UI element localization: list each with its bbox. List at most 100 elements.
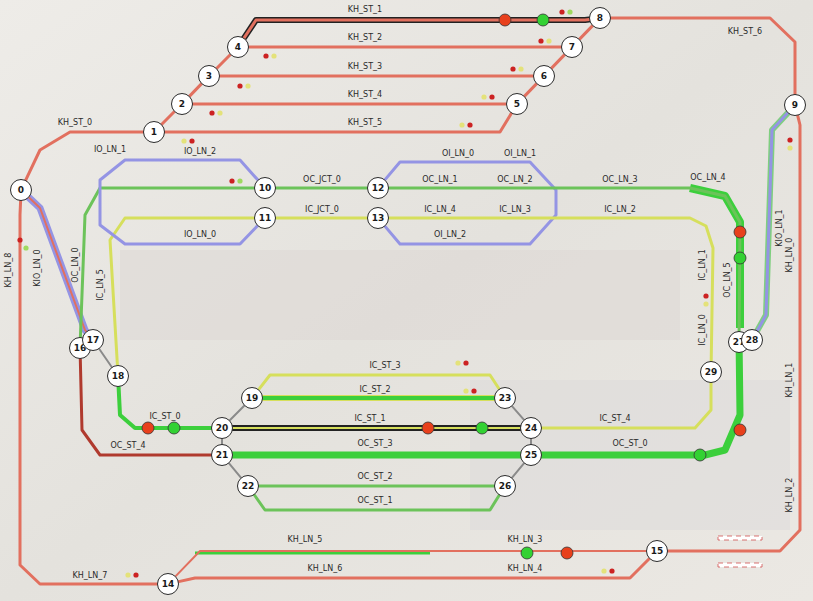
track-label: OC_JCT_0 [303,176,341,184]
train-markers [142,14,746,559]
track-connector [229,463,241,477]
track-label: KH_LN_1 [786,363,794,398]
signal-light [125,572,130,577]
signal-light [471,388,476,393]
signal-light [567,9,572,14]
switch-number: 18 [112,372,125,381]
track-label: KH_ST_2 [348,34,382,42]
signal-light [263,53,268,58]
switch-number: 29 [705,368,718,377]
track-connector [99,349,111,367]
signal-light [489,94,494,99]
track-label: KH_LN_7 [73,572,108,580]
track-underlay [263,395,494,401]
switch-node: 26 [494,475,516,497]
switch-number: 5 [514,100,520,109]
track-label: OC_LN_5 [724,262,732,297]
track-connector [176,551,646,576]
track-connector [276,187,367,190]
switch-number: 20 [216,424,229,433]
track-label: KH_ST_5 [348,119,382,127]
train-marker [734,252,746,264]
switch-number: 24 [525,424,538,433]
track-connector [190,84,202,96]
switch-number: 6 [541,72,547,81]
switch-node: 9 [784,94,806,116]
train-marker [734,226,746,238]
track-connector [29,198,86,332]
track-label: OC_LN_3 [602,176,637,184]
level-crossing-barrier [718,563,762,567]
switch-number: 13 [372,214,385,223]
track-connector [249,46,561,49]
switch-number: 1 [151,128,157,137]
switch-number: 12 [372,184,385,193]
switch-number: 15 [651,547,664,556]
signal-light [787,137,792,142]
track-label: IC_LN_4 [424,206,455,214]
track-label: IC_ST_1 [355,415,386,423]
faded-train-shape [120,250,680,340]
switch-number: 0 [18,186,24,195]
signal-light [217,110,222,115]
signal-light [209,110,214,115]
switch-node: 21 [211,444,233,466]
signal-light [133,572,138,577]
switch-node: 24 [520,417,542,439]
train-marker [142,422,154,434]
track-label: KH_ST_1 [348,6,382,14]
track-connector [26,132,143,180]
track-connector [611,18,795,94]
track-label: IC_ST_3 [370,362,401,370]
track-label: IO_LN_1 [94,146,126,154]
signal-light [538,38,543,43]
signal-light [463,388,468,393]
train-marker [499,14,511,26]
track-connector [276,217,367,220]
switch-node: 20 [211,417,233,439]
track-connector [230,406,244,420]
track-label: KH_LN_0 [786,238,794,273]
switch-number: 3 [206,72,212,81]
track-label: IC_ST_4 [600,415,631,423]
signal-light [237,83,242,88]
switch-node: 14 [157,573,179,595]
train-marker [168,422,180,434]
track-label: OC_LN_0 [72,247,80,282]
switch-number: 9 [792,101,798,110]
switch-node: 23 [494,387,516,409]
track-label: KH_LN_3 [508,536,543,544]
track-label: OC_LN_4 [690,174,725,182]
switch-number: 7 [569,43,575,52]
train-marker [476,422,488,434]
track-connector [110,218,254,365]
track-connector [100,160,258,244]
track-label: IC_LN_1 [699,249,707,280]
track-connector [119,387,211,428]
switch-node: 19 [241,387,263,409]
switch-node: 18 [107,365,129,387]
track-connector [220,75,533,78]
track-label: KH_LN_6 [308,565,343,573]
track-connector [512,463,524,477]
track-label: OI_LN_2 [434,231,466,239]
switch-node: 12 [367,177,389,199]
track-connector [542,353,740,455]
switch-number: 10 [259,184,272,193]
signal-light [189,138,194,143]
track-label: IC_ST_0 [150,413,181,421]
train-marker [734,424,746,436]
track-connector [259,485,494,488]
signal-light [181,138,186,143]
signal-light [609,568,614,573]
track-label: IC_LN_5 [97,269,105,300]
switch-node: 6 [533,65,555,87]
track-underlay [757,113,787,330]
track-label: IC_LN_0 [699,314,707,345]
signal-light [463,360,468,365]
track-connector [162,112,174,124]
track-connector [552,55,565,68]
switch-node: 15 [646,540,668,562]
track-connector [80,359,211,455]
